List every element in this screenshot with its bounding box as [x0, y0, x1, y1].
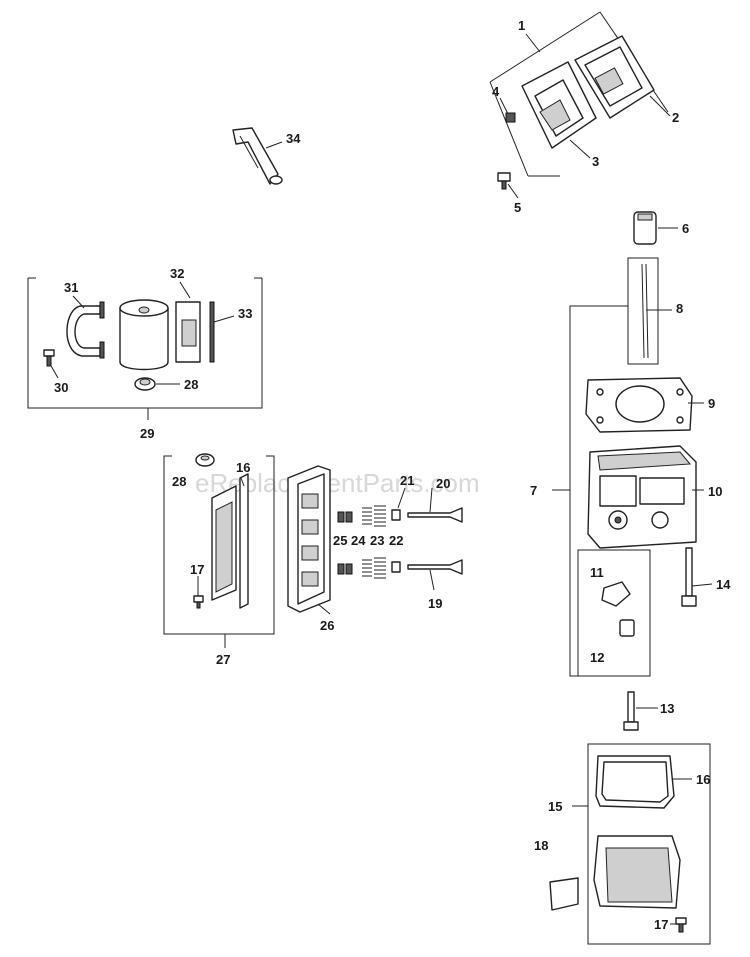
callout-16-lower: 16 — [696, 772, 710, 787]
callout-32: 32 — [170, 266, 184, 281]
callout-25: 25 — [333, 533, 347, 548]
pushrod-parts — [627, 211, 659, 365]
leader-lines — [49, 33, 713, 925]
screw-13 — [623, 691, 639, 731]
callout-19: 19 — [428, 596, 442, 611]
callout-3: 3 — [592, 154, 599, 169]
callout-24: 24 — [351, 533, 366, 548]
bracket-18 — [549, 877, 579, 911]
callout-20: 20 — [436, 476, 450, 491]
callout-10: 10 — [708, 484, 722, 499]
callout-22: 22 — [389, 533, 403, 548]
callout-1: 1 — [518, 18, 525, 33]
cylinder-head — [287, 465, 331, 613]
callout-33: 33 — [238, 306, 252, 321]
callout-9: 9 — [708, 396, 715, 411]
callout-29: 29 — [140, 426, 154, 441]
callout-8: 8 — [676, 301, 683, 316]
callout-23: 23 — [370, 533, 384, 548]
callout-27: 27 — [216, 652, 230, 667]
callout-2: 2 — [672, 110, 679, 125]
head-gasket — [585, 377, 693, 433]
callout-28-middle: 28 — [172, 474, 186, 489]
callout-12: 12 — [590, 650, 604, 665]
callout-14: 14 — [716, 577, 731, 592]
rocker-parts — [577, 549, 651, 677]
valve-cover-assembly — [489, 11, 669, 190]
callout-16-middle: 16 — [236, 460, 250, 475]
callout-17-middle: 17 — [190, 562, 204, 577]
callouts: 1 2 3 4 5 6 7 8 9 10 11 12 13 14 15 16 1… — [54, 18, 731, 932]
callout-17-lower: 17 — [654, 917, 668, 932]
callout-31: 31 — [64, 280, 78, 295]
callout-18: 18 — [534, 838, 548, 853]
callout-34: 34 — [286, 131, 301, 146]
callout-21: 21 — [400, 473, 414, 488]
valve-cover-lower-assembly — [572, 743, 711, 945]
valve-train — [337, 505, 463, 579]
callout-7: 7 — [530, 483, 537, 498]
callout-15: 15 — [548, 799, 562, 814]
callout-13: 13 — [660, 701, 674, 716]
breather-assembly — [27, 277, 263, 420]
cylinder-head-right — [587, 445, 697, 549]
callout-11: 11 — [590, 565, 604, 580]
callout-30: 30 — [54, 380, 68, 395]
breather-cover-assembly — [163, 453, 275, 648]
callout-26: 26 — [320, 618, 334, 633]
callout-28-upper: 28 — [184, 377, 198, 392]
callout-4: 4 — [492, 84, 500, 99]
breather-tube — [232, 127, 283, 185]
callout-6: 6 — [682, 221, 689, 236]
head-bolt — [681, 547, 697, 607]
callout-5: 5 — [514, 200, 521, 215]
